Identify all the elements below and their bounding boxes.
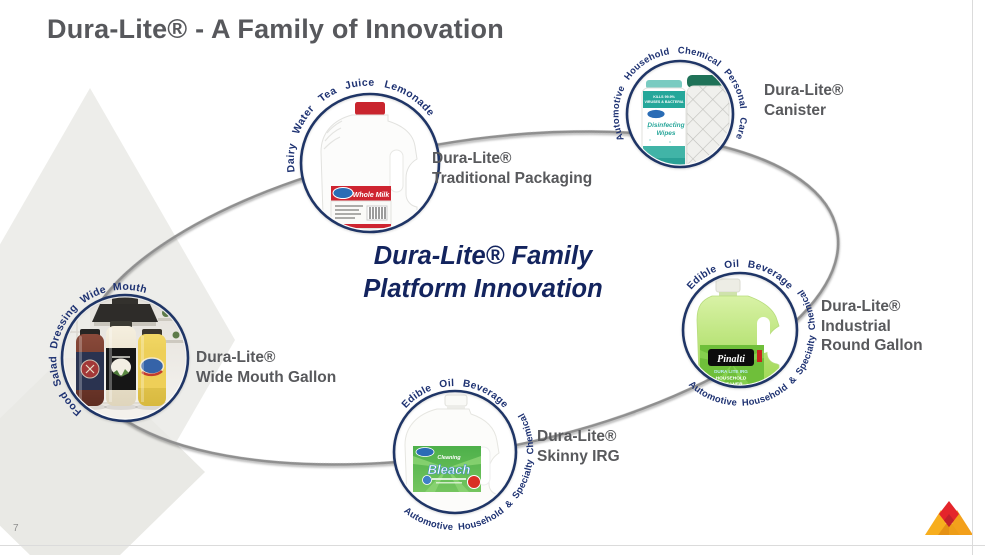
node-circle-border (299, 92, 441, 234)
cleaner-brand-text: Pinalti (717, 354, 745, 365)
brand-oval-logo (415, 447, 435, 457)
cleaner-sub-line1: DURA LITE IRG (714, 369, 748, 374)
wipes-claim-line2: VIRUSES & BACTERIA (645, 100, 684, 104)
label-line: Dura-Lite® (196, 349, 276, 366)
center-title-line1: Dura-Lite® Family (373, 242, 593, 270)
node-skinny-irg: Cleaning Bleach (392, 389, 518, 515)
label-traditional-packaging: Dura-Lite® Traditional Packaging (432, 149, 592, 188)
center-title: Dura-Lite® Family Platform Innovation (258, 240, 708, 305)
label-line: Skinny IRG (537, 447, 620, 465)
brand-oval-logo (332, 187, 354, 199)
node-industrial-round-gallon: Pinalti DURA LITE IRG HOUSEHOLD CLEANER (681, 271, 799, 389)
wipes-name-line2: Wipes (656, 130, 675, 137)
label-line: Dura-Lite® (537, 428, 617, 445)
label-badge (467, 475, 481, 489)
label-skinny-irg: Dura-Lite® Skinny IRG (537, 427, 620, 466)
label-industrial-round-gallon: Dura-Lite® Industrial Round Gallon (821, 297, 923, 356)
label-canister: Dura-Lite® Canister (764, 81, 843, 120)
label-line: Wide Mouth Gallon (196, 368, 337, 386)
label-line: Round Gallon (821, 337, 923, 355)
slide-title: Dura-Lite® - A Family of Innovation (47, 14, 504, 44)
cleaner-sub-line3: CLEANER (719, 382, 743, 388)
background-diamond-lower (0, 345, 205, 555)
node-traditional-packaging: Whole Milk (299, 92, 441, 234)
label-line: Industrial (821, 317, 891, 335)
bleach-type-text: Cleaning (437, 455, 461, 461)
page-number: 7 (13, 523, 19, 534)
node-circle-border (681, 271, 799, 389)
company-logo-icon (925, 501, 973, 535)
slide-bottom-edge-line (0, 545, 985, 546)
milk-label-text: Whole Milk (353, 192, 391, 199)
label-wide-mouth-gallon: Dura-Lite® Wide Mouth Gallon (196, 348, 336, 387)
bleach-bottle-image: Cleaning Bleach (404, 394, 500, 511)
green-gallon-image: Pinalti DURA LITE IRG HOUSEHOLD CLEANER (696, 278, 780, 388)
center-title-line2: Platform Innovation (363, 274, 603, 303)
wipes-claim-line1: KILLS 99.9% (653, 95, 675, 99)
cleaner-sub-line2: HOUSEHOLD (716, 376, 747, 382)
node-canister: KILLS 99.9% VIRUSES & BACTERIA Disinfect… (625, 59, 735, 169)
brand-oval-logo (646, 109, 666, 119)
node-circle-border (60, 293, 190, 423)
bleach-name-text: Bleach (428, 462, 471, 477)
label-line: Dura-Lite® (764, 82, 844, 99)
wipes-name-line1: Disinfecting (647, 122, 684, 129)
node-wide-mouth-gallon (60, 293, 190, 423)
label-line: Traditional Packaging (432, 169, 593, 187)
node-circle-border (625, 59, 735, 169)
slide-right-edge-line (972, 0, 973, 555)
label-line: Dura-Lite® (432, 150, 512, 167)
node-circle-border (392, 389, 518, 515)
label-line: Dura-Lite® (821, 298, 901, 315)
label-line: Canister (764, 101, 827, 119)
